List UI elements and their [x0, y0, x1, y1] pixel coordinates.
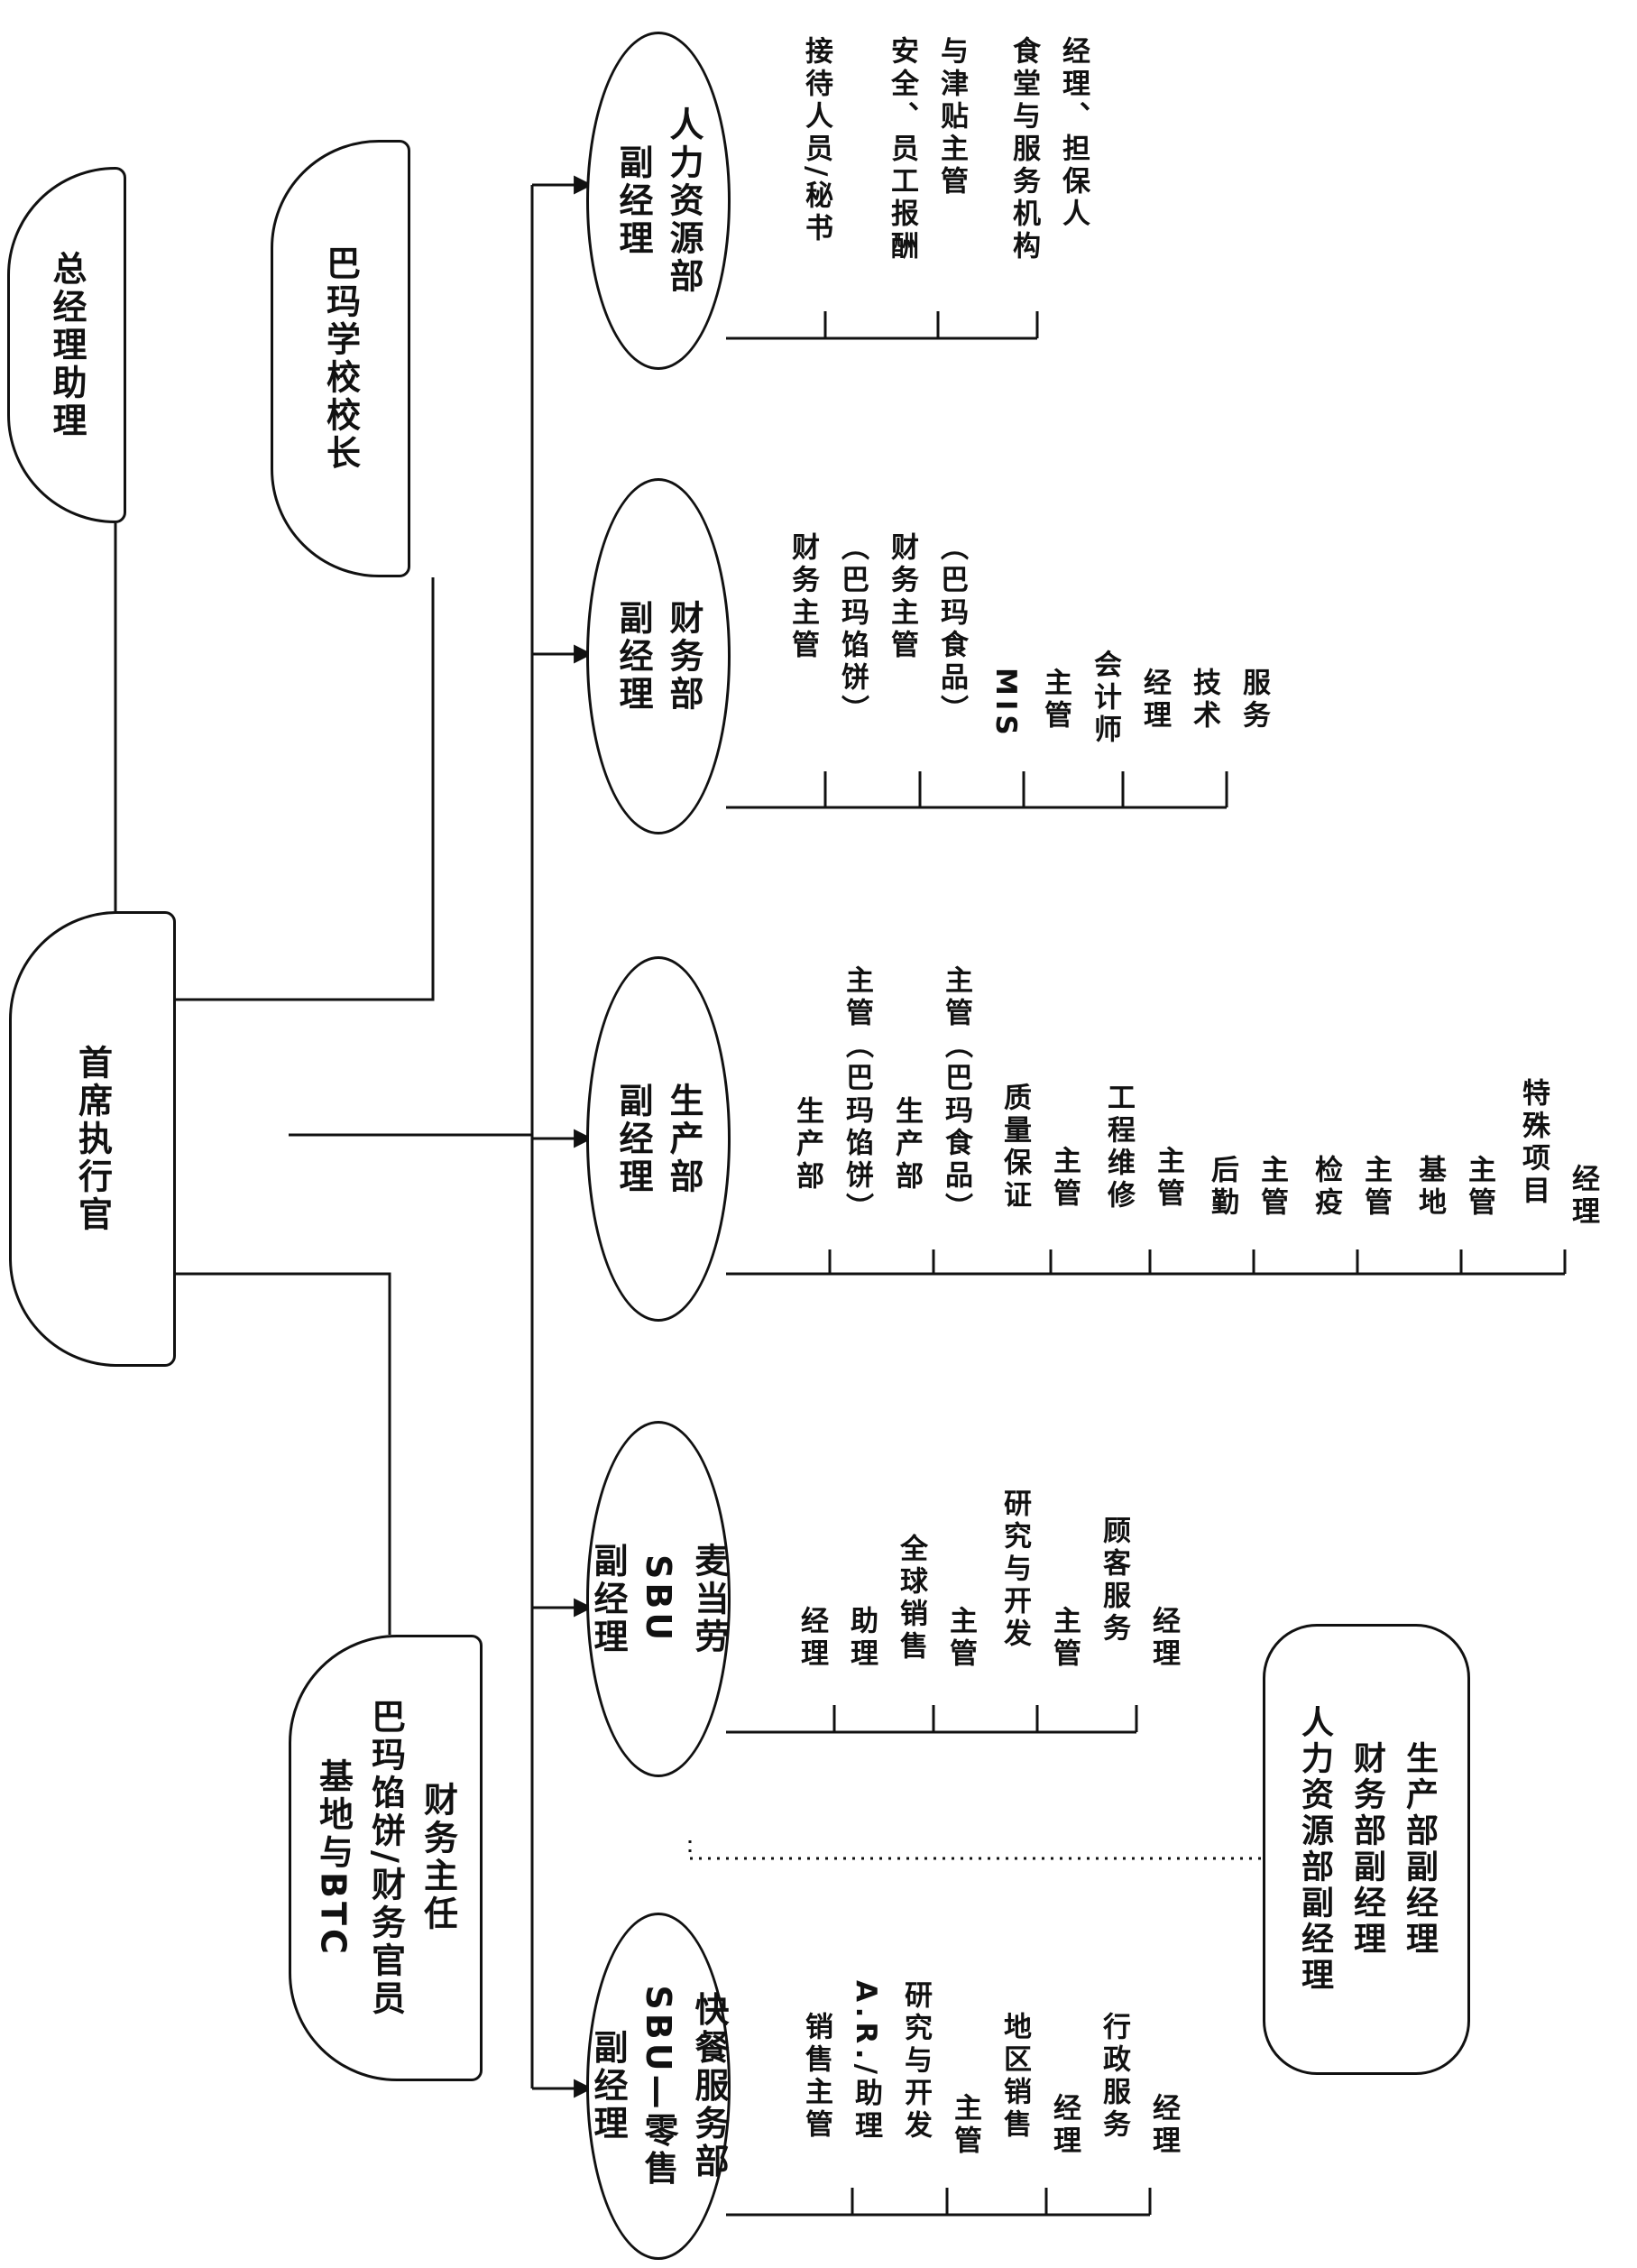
fastfood-item: 研究与开发 [899, 1980, 932, 2143]
committee-line-1: 生产部副经理 [1401, 1741, 1438, 1958]
production-item: 生产部 [791, 1096, 823, 1194]
mcdonalds-item: 全球销售 [895, 1534, 927, 1664]
assistant-gm-label: 总经理助理 [47, 250, 87, 440]
assistant-gm-box: 总经理助理 [7, 167, 126, 523]
production-item: 主管（巴玛食品） [940, 965, 972, 1225]
finance-director-line-3: 基地与BTC [313, 1758, 354, 1958]
finance-item: 技术 [1188, 668, 1220, 733]
production-item: 主管 [1255, 1155, 1288, 1220]
finance-title: 财务部 副经理 [608, 600, 709, 714]
mcdonalds-item: 经理 [796, 1606, 828, 1671]
mcdonalds-item: 主管 [944, 1606, 977, 1671]
finance-item: （巴玛馅饼） [836, 532, 869, 727]
hr-title: 人力资源部 副经理 [608, 106, 709, 296]
mcdonalds-item: 研究与开发 [998, 1489, 1031, 1651]
finance-title-line-1: 财务部 [664, 599, 704, 714]
school-principal-box: 巴玛学校校长 [271, 140, 410, 577]
finance-item: （巴玛食品） [935, 532, 968, 727]
committee-box: 生产部副经理 财务部副经理 人力资源部副经理 [1263, 1624, 1470, 2075]
fastfood-item: 行政服务 [1098, 2012, 1130, 2142]
fastfood-title-line-2: SBU—零售 [639, 1984, 678, 2189]
hr-ellipse: 人力资源部 副经理 [586, 32, 731, 370]
production-item: 主管 [1152, 1146, 1184, 1211]
mcdonalds-item: 主管 [1048, 1606, 1081, 1671]
hr-item: 安全、员工报酬 [886, 36, 918, 263]
mcdonalds-title: 麦当劳 SBU 副经理 [583, 1543, 734, 1656]
ceo-label: 首席执行官 [72, 1044, 113, 1234]
finance-item: 财务主管 [886, 532, 918, 662]
production-item: 质量保证 [998, 1083, 1031, 1212]
finance-title-line-2: 副经理 [613, 599, 653, 714]
hr-item: 接待人员/秘书 [800, 36, 832, 246]
production-item: 主管 [1359, 1155, 1392, 1220]
production-title: 生产部 副经理 [608, 1083, 709, 1196]
production-item: 主管（巴玛馅饼） [841, 965, 873, 1225]
production-item: 工程维修 [1102, 1083, 1135, 1212]
hr-item: 食堂与服务机构 [1007, 36, 1040, 263]
finance-director-line-1: 财务主任 [418, 1782, 458, 1934]
production-item: 特殊项目 [1517, 1078, 1550, 1208]
committee-line-3: 人力资源部副经理 [1296, 1705, 1333, 1994]
finance-director-label: 财务主任 巴玛馅饼/财务官员 基地与BTC [308, 1699, 464, 2018]
fastfood-item: 销售主管 [800, 2012, 832, 2142]
finance-item: 服务 [1237, 668, 1270, 733]
finance-item: 财务主管 [786, 532, 819, 662]
ceo-box: 首席执行官 [9, 911, 176, 1367]
fastfood-item: 主管 [949, 2093, 981, 2158]
mcdonalds-title-line-3: 副经理 [588, 1542, 628, 1656]
fastfood-item: A.R./助理 [850, 1980, 882, 2144]
committee-line-2: 财务部副经理 [1348, 1741, 1385, 1958]
finance-ellipse: 财务部 副经理 [586, 478, 731, 834]
production-title-line-1: 生产部 [664, 1082, 704, 1196]
mcdonalds-ellipse: 麦当劳 SBU 副经理 [586, 1421, 731, 1777]
production-item: 检疫 [1310, 1155, 1342, 1220]
finance-director-line-2: 巴玛馅饼/财务官员 [365, 1698, 406, 2018]
mcdonalds-title-line-2: SBU [639, 1553, 678, 1645]
mcdonalds-title-line-1: 麦当劳 [689, 1542, 729, 1656]
fastfood-title: 快餐服务部 SBU—零售 副经理 [583, 1985, 734, 2188]
school-principal-label: 巴玛学校校长 [320, 244, 361, 473]
fastfood-title-line-3: 副经理 [588, 2029, 628, 2144]
production-title-line-2: 副经理 [613, 1082, 653, 1196]
production-item: 基地 [1413, 1155, 1446, 1220]
committee-label: 生产部副经理 财务部副经理 人力资源部副经理 [1288, 1705, 1445, 1994]
fastfood-item: 经理 [1147, 2093, 1180, 2158]
finance-director-box: 财务主任 巴玛馅饼/财务官员 基地与BTC [289, 1635, 483, 2081]
production-item: 主管 [1463, 1155, 1495, 1220]
fastfood-item: 地区销售 [998, 2012, 1031, 2142]
production-ellipse: 生产部 副经理 [586, 956, 731, 1322]
mcdonalds-item: 顾客服务 [1098, 1516, 1130, 1646]
mcdonalds-item: 经理 [1147, 1606, 1180, 1671]
production-item: 经理 [1567, 1164, 1599, 1229]
production-item: 主管 [1048, 1146, 1081, 1211]
hr-title-line-1: 人力资源部 [664, 106, 704, 296]
hr-item: 经理、担保人 [1057, 36, 1090, 231]
production-item: 生产部 [890, 1096, 923, 1194]
finance-item: 会计师 [1089, 650, 1121, 747]
fastfood-item: 经理 [1048, 2093, 1081, 2158]
mcdonalds-item: 助理 [845, 1606, 878, 1671]
production-item: 后勤 [1206, 1155, 1238, 1220]
finance-item: 经理 [1138, 668, 1171, 733]
fastfood-title-line-1: 快餐服务部 [689, 1991, 729, 2181]
fastfood-ellipse: 快餐服务部 SBU—零售 副经理 [586, 1913, 731, 2260]
finance-item: MIS [989, 668, 1022, 740]
finance-item: 主管 [1039, 668, 1071, 733]
hr-title-line-2: 副经理 [613, 143, 653, 258]
hr-item: 与津贴主管 [935, 36, 968, 198]
